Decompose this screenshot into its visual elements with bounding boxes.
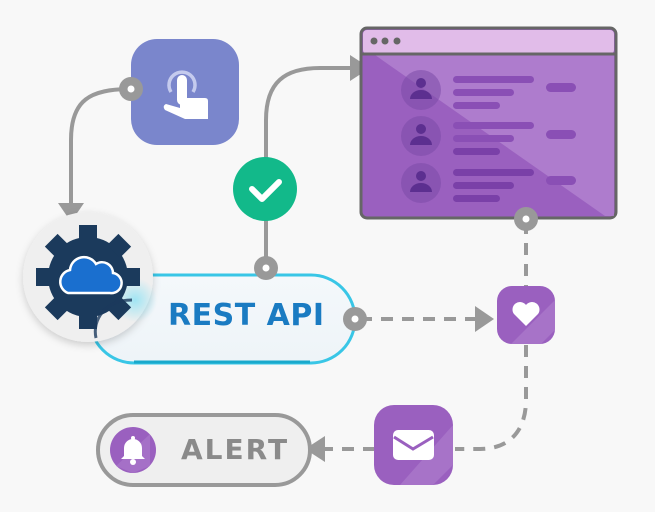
touch-icon — [163, 70, 208, 119]
user-row — [401, 116, 576, 156]
email-node[interactable] — [374, 405, 453, 485]
user-list — [401, 70, 576, 203]
favorite-node[interactable] — [497, 286, 555, 344]
gear-cloud-icon — [36, 225, 140, 329]
touch-node[interactable] — [119, 39, 239, 145]
settings-node[interactable] — [23, 212, 157, 342]
browser-window-node[interactable] — [359, 26, 618, 231]
alert-label: ALERT — [181, 433, 290, 466]
user-row — [401, 163, 576, 203]
window-controls — [370, 37, 401, 45]
success-node[interactable] — [233, 157, 297, 221]
connector-api-to-browser — [264, 66, 352, 268]
user-row — [401, 70, 576, 110]
bell-icon — [121, 436, 145, 465]
connector-touch-to-settings — [69, 87, 132, 205]
rest-api-label: REST API — [168, 298, 325, 333]
arrowhead-settings — [58, 203, 84, 222]
connector-browser-to-email — [455, 222, 528, 451]
heart-icon — [512, 302, 540, 326]
check-icon — [249, 179, 282, 202]
envelope-icon — [393, 430, 434, 460]
arrowhead-alert — [305, 436, 325, 462]
alert-node[interactable] — [96, 413, 312, 487]
arrowhead-heart — [475, 306, 494, 332]
